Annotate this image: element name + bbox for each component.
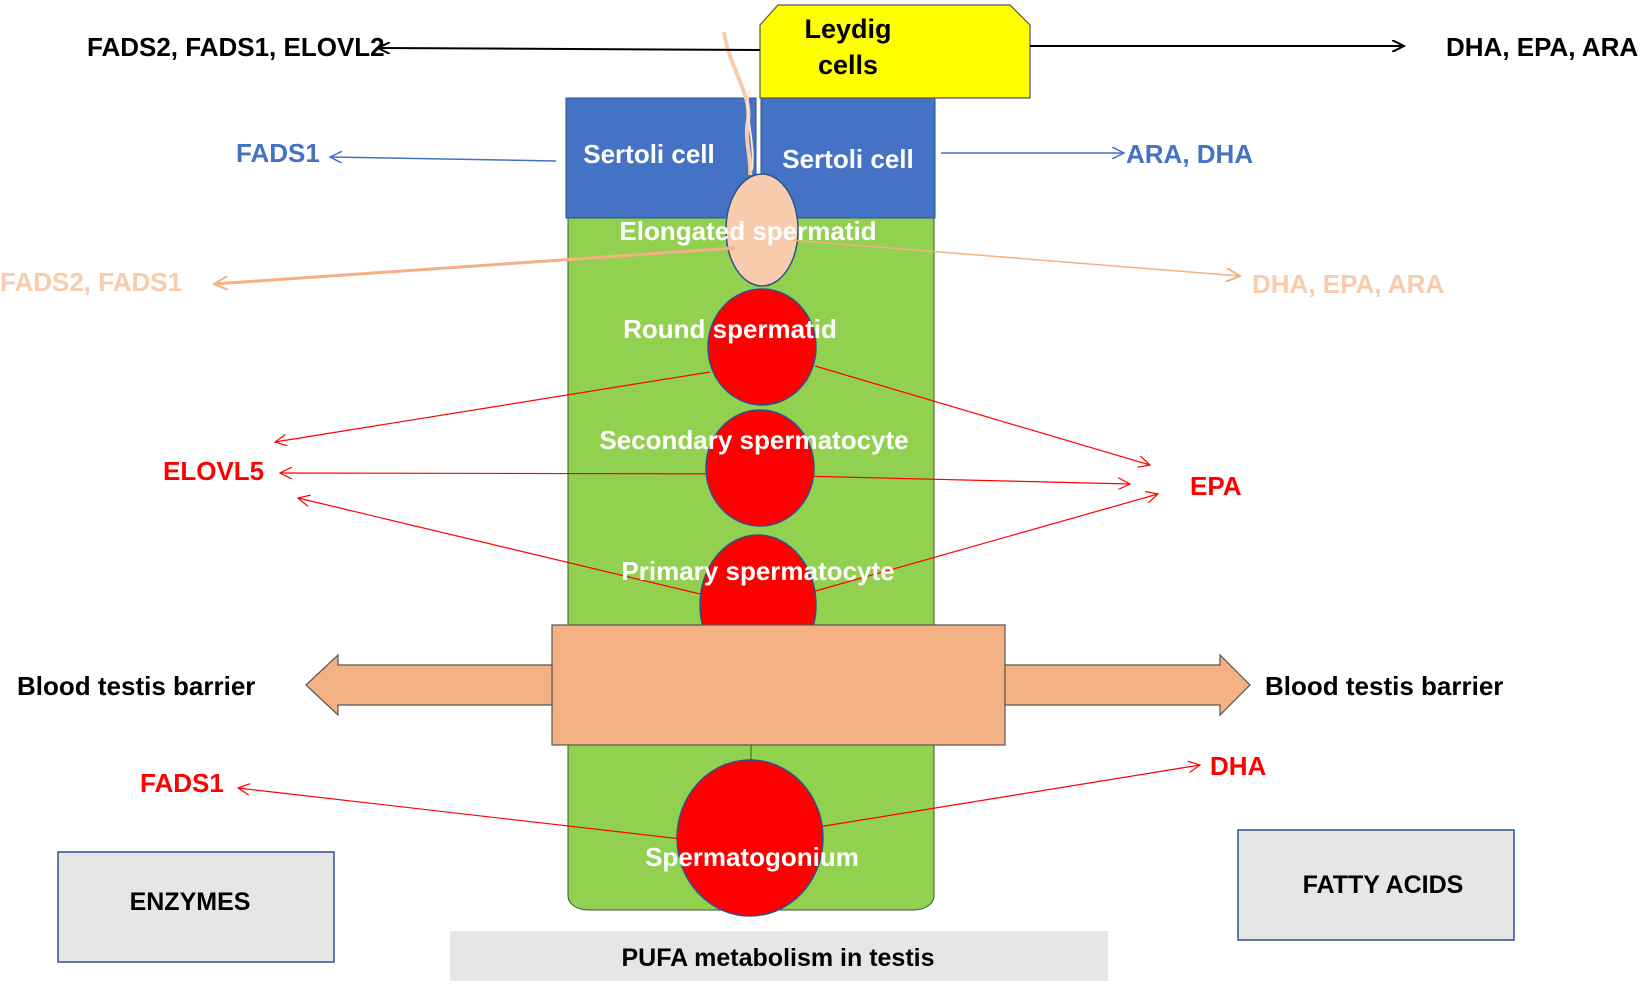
enzymes-legend-label: ENZYMES — [130, 888, 251, 916]
fatty-acids-legend-label: FATTY ACIDS — [1303, 871, 1464, 899]
caption: PUFA metabolism in testis — [621, 944, 934, 972]
elongated-fatty-acids-label: DHA, EPA, ARA — [1252, 269, 1444, 299]
leydig-label: Leydig — [804, 14, 891, 44]
barrier-left-label: Blood testis barrier — [17, 671, 255, 701]
spermatocyte-fatty-acids-label: EPA — [1190, 471, 1242, 501]
spermatogonium-enzymes-label: FADS1 — [140, 768, 224, 798]
elongated-enzymes-label: FADS2, FADS1 — [0, 267, 182, 297]
sertoli-enzymes-label: FADS1 — [236, 138, 320, 168]
sertoli-fatty-acids-label: ARA, DHA — [1126, 139, 1253, 169]
spermatocyte-enzymes-label: ELOVL5 — [163, 456, 264, 486]
primary-spermatocyte-label: Primary spermatocyte — [621, 556, 894, 586]
leydig-label-2: cells — [818, 50, 878, 80]
leydig-enzyme-arrow — [378, 48, 761, 50]
leydig-enzymes-label: FADS2, FADS1, ELOVL2 — [87, 32, 385, 62]
sertoli-left-label: Sertoli cell — [583, 139, 715, 169]
elongated-spermatid — [725, 173, 799, 287]
enzymes-legend-box — [57, 851, 335, 963]
sertoli-enzyme-arrow — [330, 157, 557, 161]
sertoli-right-label: Sertoli cell — [782, 144, 914, 174]
spermatogonium-fatty-acid-arrow — [811, 765, 1200, 829]
elongated-fatty-acid-arrow — [789, 239, 1240, 276]
sertoli-cell-left — [565, 97, 757, 219]
round-spermatid-label: Round spermatid — [623, 314, 837, 344]
blood-testis-barrier-box — [551, 624, 1006, 746]
spermatogonium-label: Spermatogonium — [645, 842, 859, 872]
secondary-spermatocyte-label: Secondary spermatocyte — [599, 425, 908, 455]
spermatogonium-fatty-acids-label: DHA — [1210, 751, 1267, 781]
caption-box — [450, 931, 1108, 981]
elongated-spermatid-label: Elongated spermatid — [619, 216, 876, 246]
barrier-arrow-right — [1004, 653, 1251, 717]
secondary-spermatocyte — [705, 409, 815, 527]
barrier-right-label: Blood testis barrier — [1265, 671, 1503, 701]
spermatogonium — [676, 759, 824, 917]
elongated-enzyme-arrow — [214, 246, 736, 284]
round-spermatid — [707, 288, 817, 406]
fatty-acids-legend-box — [1237, 829, 1515, 941]
spermatogonium-enzyme-arrow — [238, 788, 691, 841]
barrier-arrow-left — [305, 653, 553, 717]
leydig-fatty-acids-label: DHA, EPA, ARA — [1446, 32, 1638, 62]
spermatocyte-arrows — [275, 365, 1158, 595]
leydig-cells — [759, 4, 1031, 99]
